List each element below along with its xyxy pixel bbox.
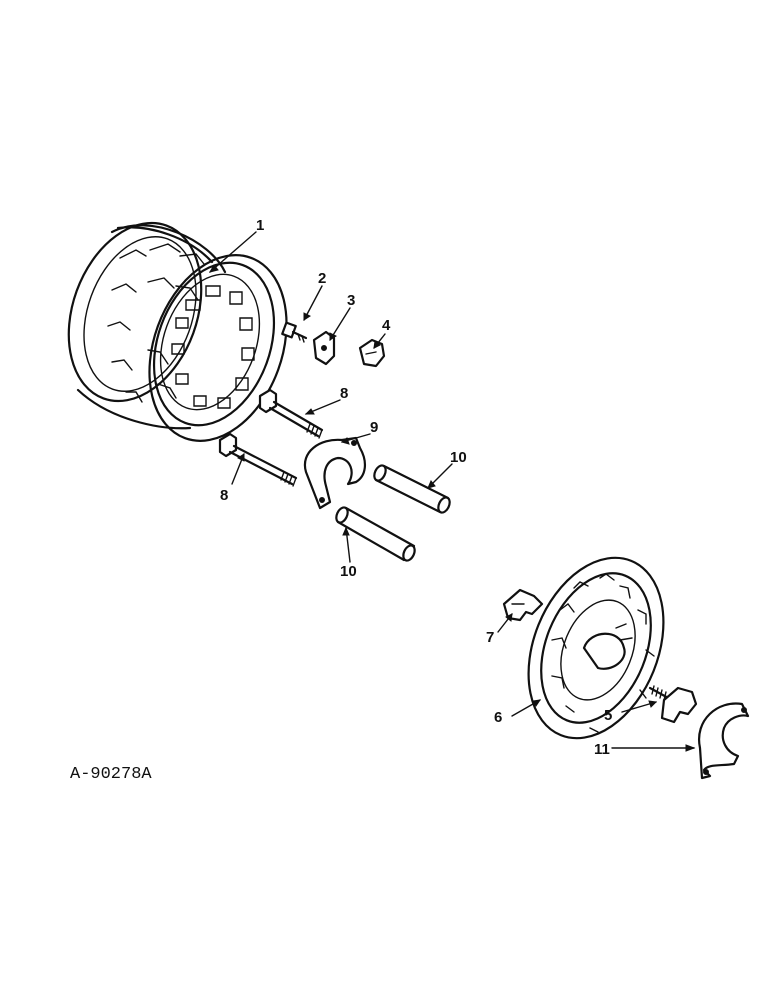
callout-8-upper: 8 xyxy=(340,385,348,402)
wheel-disc-part-6 xyxy=(527,556,665,740)
spacer-tube-lower xyxy=(335,506,416,562)
callout-1: 1 xyxy=(256,217,264,234)
callout-3: 3 xyxy=(347,292,355,309)
callout-6: 6 xyxy=(494,709,502,726)
callout-2: 2 xyxy=(318,270,326,287)
spacer-tube-upper xyxy=(373,464,451,514)
callout-labels: 1 2 3 4 5 6 7 8 8 9 10 10 11 xyxy=(220,217,612,758)
callout-11: 11 xyxy=(594,741,610,758)
long-bolt-upper xyxy=(258,388,324,439)
callout-8-lower: 8 xyxy=(220,487,228,504)
clamp-bolt-part-5 xyxy=(648,685,698,724)
callout-4: 4 xyxy=(382,317,391,334)
clamp-part-4 xyxy=(358,338,386,368)
c-plate-part-9 xyxy=(303,436,366,510)
small-bolt-part xyxy=(281,321,308,343)
callout-5: 5 xyxy=(604,707,612,724)
callout-10-lower: 10 xyxy=(340,563,357,580)
leader-lines xyxy=(208,231,696,752)
c-plate-part-11 xyxy=(697,702,750,780)
callout-7: 7 xyxy=(486,629,494,646)
drawing-number: A-90278A xyxy=(70,765,152,784)
callout-9: 9 xyxy=(370,419,378,436)
clamp-part-7 xyxy=(502,588,544,622)
wheel-rim-part xyxy=(67,221,288,442)
long-bolt-lower xyxy=(218,432,298,487)
callout-10-upper: 10 xyxy=(450,449,467,466)
clamp-part-3 xyxy=(312,330,336,366)
